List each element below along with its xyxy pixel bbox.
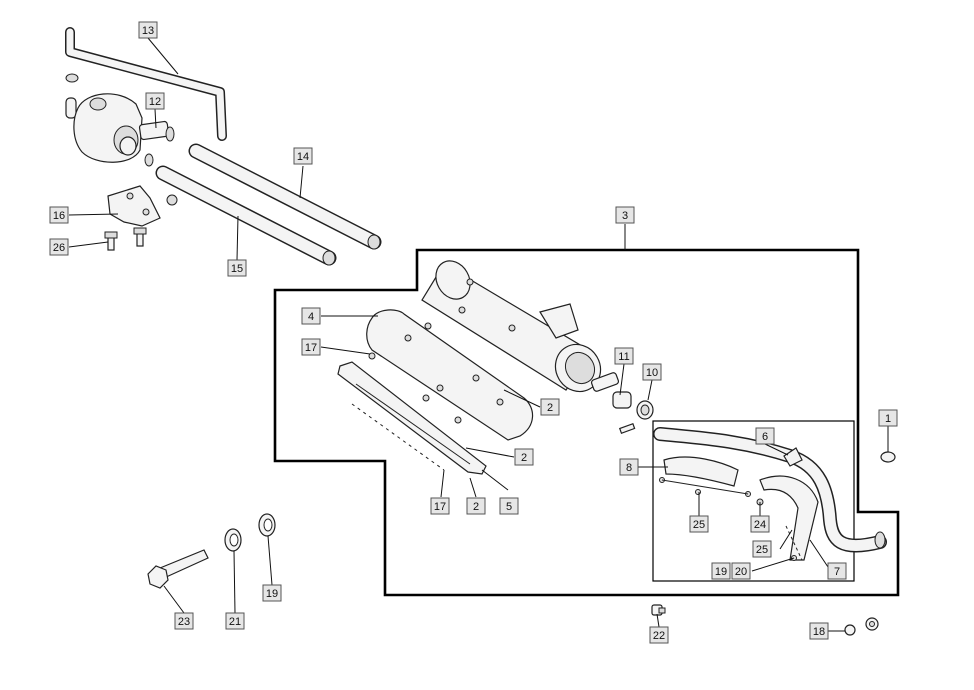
svg-text:23: 23 bbox=[178, 616, 190, 628]
svg-text:18: 18 bbox=[813, 626, 825, 638]
exhaust-pipe-subframe bbox=[652, 420, 855, 582]
callout-5: 5 bbox=[499, 497, 519, 515]
svg-text:4: 4 bbox=[308, 311, 314, 323]
svg-text:26: 26 bbox=[53, 242, 65, 254]
muffler-assembly-frame bbox=[273, 248, 900, 597]
callout-2-mid: 2 bbox=[514, 448, 534, 466]
svg-text:2: 2 bbox=[547, 402, 553, 414]
callout-17-top: 17 bbox=[301, 338, 321, 356]
svg-text:20: 20 bbox=[735, 566, 747, 578]
svg-text:17: 17 bbox=[305, 342, 317, 354]
svg-text:25: 25 bbox=[756, 544, 768, 556]
bolt-pair-icon bbox=[104, 227, 147, 251]
callout-11: 11 bbox=[614, 347, 634, 365]
muffler-icon bbox=[421, 260, 620, 393]
hose-14-icon bbox=[188, 143, 382, 250]
svg-text:21: 21 bbox=[229, 616, 241, 628]
callout-17-bottom: 17 bbox=[430, 497, 450, 515]
svg-text:19: 19 bbox=[715, 566, 727, 578]
screw-row-icon bbox=[351, 352, 462, 471]
bent-hose-icon bbox=[65, 27, 227, 141]
exhaust-pipe-icon bbox=[653, 427, 887, 553]
callout-2-shield: 2 bbox=[540, 398, 560, 416]
nut-washer-icon bbox=[844, 617, 879, 636]
callout-20: 20 bbox=[731, 562, 751, 580]
callout-24: 24 bbox=[750, 515, 770, 533]
callout-19-pipe: 19 bbox=[711, 562, 731, 580]
svg-text:10: 10 bbox=[646, 367, 658, 379]
svg-text:1: 1 bbox=[885, 413, 891, 425]
washer-21-icon bbox=[224, 528, 242, 552]
callout-22: 22 bbox=[649, 626, 669, 644]
callout-12: 12 bbox=[145, 92, 165, 110]
gasket-ring-icon bbox=[880, 451, 896, 463]
callout-4: 4 bbox=[301, 307, 321, 325]
svg-text:24: 24 bbox=[754, 519, 766, 531]
callout-8: 8 bbox=[619, 458, 639, 476]
air-valve-icon bbox=[65, 73, 175, 167]
callout-1: 1 bbox=[878, 409, 898, 427]
callout-7: 7 bbox=[827, 562, 847, 580]
callout-10: 10 bbox=[642, 363, 662, 381]
svg-text:7: 7 bbox=[834, 566, 840, 578]
callout-19: 19 bbox=[262, 584, 282, 602]
svg-text:5: 5 bbox=[506, 501, 512, 513]
svg-text:17: 17 bbox=[434, 501, 446, 513]
callout-3: 3 bbox=[615, 206, 635, 224]
nut-icon bbox=[651, 604, 666, 616]
callout-23: 23 bbox=[174, 612, 194, 630]
gasket-icon bbox=[612, 391, 632, 409]
svg-text:16: 16 bbox=[53, 210, 65, 222]
callout-16: 16 bbox=[49, 206, 69, 224]
svg-text:25: 25 bbox=[693, 519, 705, 531]
hose-15-icon bbox=[155, 165, 337, 266]
svg-text:15: 15 bbox=[231, 263, 243, 275]
callout-18: 18 bbox=[809, 622, 829, 640]
svg-text:22: 22 bbox=[653, 630, 665, 642]
heat-shield-icon bbox=[366, 309, 534, 441]
svg-text:13: 13 bbox=[142, 25, 154, 37]
bracket-icon bbox=[107, 185, 178, 227]
shield-strip-icon bbox=[337, 361, 487, 475]
callout-13: 13 bbox=[138, 21, 158, 39]
callout-25-left: 25 bbox=[689, 515, 709, 533]
washer-19-icon bbox=[258, 513, 276, 537]
svg-text:2: 2 bbox=[521, 452, 527, 464]
callout-25-right: 25 bbox=[752, 540, 772, 558]
callout-2-bottom: 2 bbox=[466, 497, 486, 515]
svg-text:6: 6 bbox=[762, 431, 768, 443]
svg-text:11: 11 bbox=[618, 351, 629, 363]
callout-15: 15 bbox=[227, 259, 247, 277]
svg-text:2: 2 bbox=[473, 501, 479, 513]
clamp-icon bbox=[618, 400, 654, 434]
svg-text:19: 19 bbox=[266, 588, 278, 600]
pipe-guard-icon bbox=[663, 456, 819, 561]
long-bolt-icon bbox=[147, 549, 209, 589]
callout-14: 14 bbox=[293, 147, 313, 165]
callout-21: 21 bbox=[225, 612, 245, 630]
svg-text:3: 3 bbox=[622, 210, 628, 222]
svg-text:14: 14 bbox=[297, 151, 309, 163]
svg-text:12: 12 bbox=[149, 96, 161, 108]
callout-26: 26 bbox=[49, 238, 69, 256]
callout-6: 6 bbox=[755, 427, 775, 445]
leader-lines bbox=[68, 37, 889, 632]
svg-text:8: 8 bbox=[626, 462, 632, 474]
